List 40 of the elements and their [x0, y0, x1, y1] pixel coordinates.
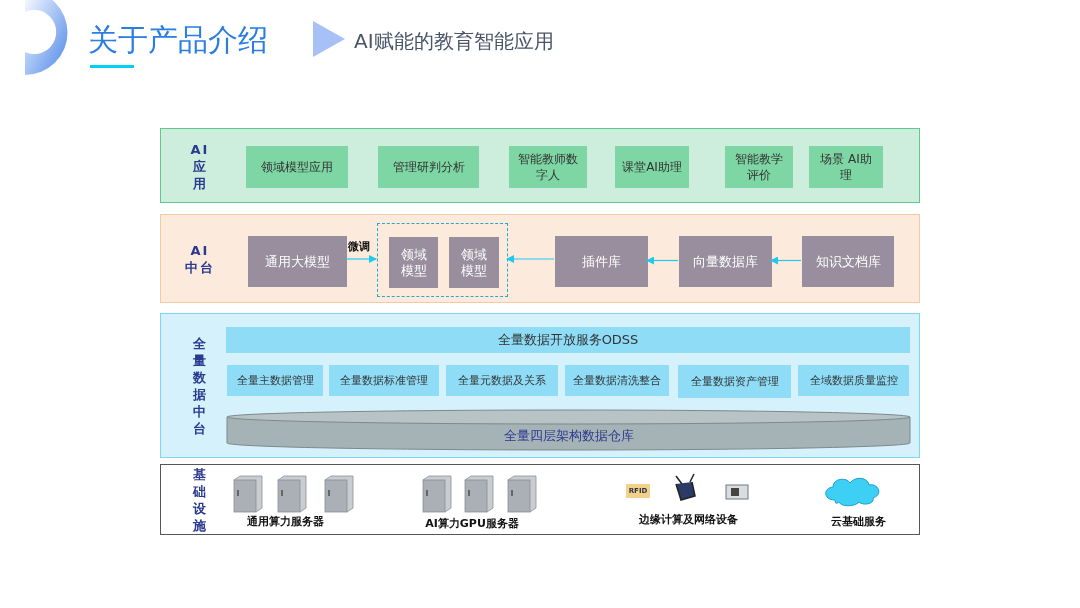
layer-title: AI应用: [189, 140, 211, 191]
data-box: 全量数据清洗整合: [565, 365, 669, 396]
application-box: 管理研判分析: [378, 146, 479, 188]
service-bar: 全量数据开放服务ODSS: [226, 327, 910, 353]
module-box: 向量数据库: [679, 236, 772, 287]
application-box: 场景 AI助理: [809, 146, 883, 188]
application-box: 智能教学评价: [725, 146, 793, 188]
cylinder-label: 全量四层架构数据仓库: [503, 428, 634, 444]
module-box: 通用大模型: [248, 236, 347, 287]
module-box: 知识文档库: [802, 236, 894, 287]
arrow: [770, 256, 802, 265]
caption-text: AI算力GPU服务器: [425, 516, 519, 531]
application-box: 智能教师数字人: [509, 146, 587, 188]
module-box: 插件库: [555, 236, 648, 287]
arrow: [506, 255, 555, 263]
caption-text: 通用算力服务器: [246, 514, 324, 529]
layer-panel: [160, 313, 920, 458]
layer-title: 基础设施: [192, 465, 208, 534]
data-box: 全量主数据管理: [227, 365, 323, 396]
layer-title: AI中台: [185, 241, 215, 276]
warehouse-cylinder: [226, 409, 911, 451]
module-box: 领域模型: [449, 237, 499, 288]
arrow: [345, 255, 377, 263]
data-box: 全量元数据及关系: [446, 365, 558, 396]
layer-title: 全量数据中台: [192, 334, 208, 437]
application-box: 课堂AI助理: [615, 146, 689, 188]
data-box: 全量数据资产管理: [678, 365, 791, 398]
arrow: [646, 256, 679, 265]
caption-text: 边缘计算及网络设备: [638, 512, 738, 527]
data-box: 全域数据质量监控: [798, 365, 909, 396]
layer-panel: [160, 128, 920, 203]
caption-text: 云基础服务: [830, 514, 886, 529]
layer-panel: [160, 214, 920, 303]
edge-label: 微调: [348, 239, 370, 254]
dashed-group-box: [377, 223, 508, 297]
data-box: 全量数据标准管理: [329, 365, 439, 396]
module-box: 领域模型: [389, 237, 438, 288]
title: 关于产品介绍: [88, 21, 268, 59]
subtitle: AI赋能的教育智能应用: [354, 28, 554, 55]
application-box: 领域模型应用: [246, 146, 348, 188]
